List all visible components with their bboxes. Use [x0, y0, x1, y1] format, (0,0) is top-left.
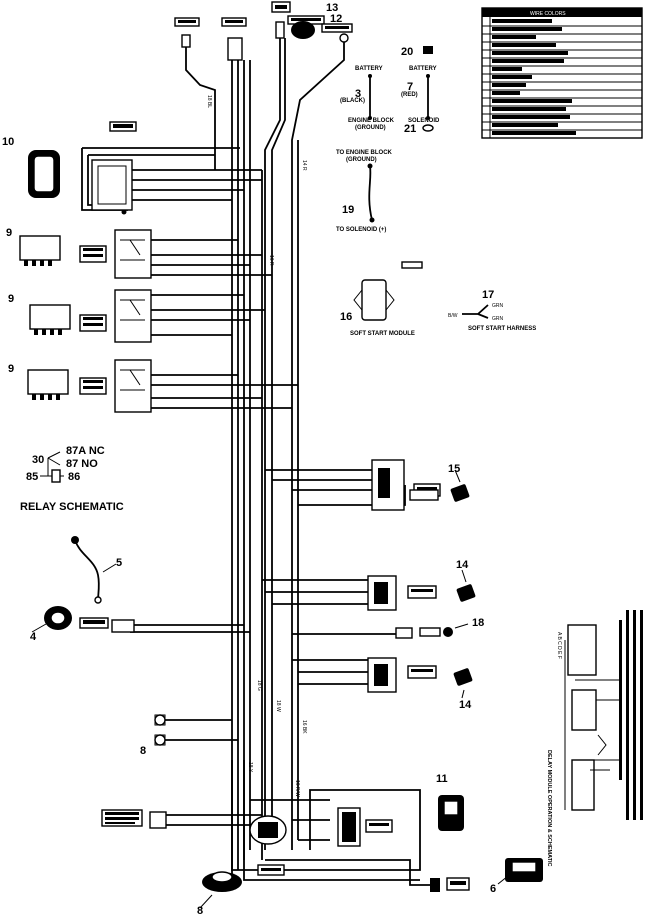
callout-9b: 9 — [8, 293, 14, 305]
callout-9c: 9 — [8, 363, 14, 375]
terminal-30: 30 — [32, 454, 44, 466]
battery-detail: BATTERY BATTERY (BLACK) (RED) ENGINE BLO… — [340, 46, 440, 132]
terminal-87a: 87A NC — [66, 445, 105, 457]
callout-6: 6 — [490, 883, 496, 895]
part-6 — [497, 858, 543, 885]
red-label: (RED) — [401, 92, 418, 98]
callout-16: 16 — [340, 311, 352, 323]
callout-15: 15 — [448, 463, 460, 475]
callout-11: 11 — [436, 773, 448, 785]
relay-1 — [19, 229, 152, 279]
wire-label-1: 18 BL — [206, 95, 212, 108]
callout-10: 10 — [2, 136, 14, 148]
callout-8: 8 — [140, 745, 146, 757]
callout-18: 18 — [472, 617, 484, 629]
engine-block-label: ENGINE BLOCK — [348, 118, 395, 124]
black-label: (BLACK) — [340, 98, 365, 104]
soft-start-wire-a: GRN — [492, 303, 504, 309]
terminal-85: 85 — [26, 471, 38, 483]
terminal-87: 87 NO — [66, 458, 98, 470]
bottom-left — [101, 809, 242, 909]
relay-schematic-title: RELAY SCHEMATIC — [20, 501, 124, 513]
callout-20: 20 — [401, 46, 413, 58]
connector-14-lower — [367, 657, 473, 699]
sensor-cable-5 — [71, 536, 117, 604]
callout-12: 12 — [330, 13, 342, 25]
callout-14b: 14 — [459, 699, 472, 711]
wire-label-2: 16 R — [268, 255, 274, 266]
relay-module-schematic: DELAY MODULE OPERATION & SCHEMATIC A B C… — [546, 610, 643, 867]
wire-label-7: 18 Y — [247, 762, 253, 773]
soft-start: SOFT START MODULE SOFT START HARNESS B/W… — [350, 279, 536, 337]
soft-start-wire-label: B/W — [448, 313, 458, 319]
battery-left-label: BATTERY — [355, 66, 383, 72]
callout-21: 21 — [404, 123, 416, 135]
relay-module-pins: A B C D E F — [556, 632, 562, 659]
legend-header: WIRE COLORS — [530, 11, 566, 17]
callout-14a: 14 — [456, 559, 469, 571]
wire-label-4: 18 G — [256, 680, 262, 691]
soft-start-wire-b: GRN — [492, 316, 504, 322]
callout-9a: 9 — [6, 227, 12, 239]
soft-start-module-label: SOFT START MODULE — [350, 331, 415, 337]
wire-label-3: 14 R — [301, 160, 307, 171]
connector-14-upper — [367, 569, 476, 611]
label-boxes — [401, 261, 439, 501]
callouts: 13 12 10 9 9 9 5 4 8 8 11 6 15 14 18 14 … — [2, 2, 496, 917]
key-switch-4 — [31, 606, 135, 633]
cable-ground-label: (GROUND) — [346, 157, 377, 163]
callout-13: 13 — [326, 2, 338, 14]
callout-19: 19 — [342, 204, 354, 216]
ground-label: (GROUND) — [355, 125, 386, 131]
wire-label-6: 16 BK — [301, 720, 307, 734]
relay-schematic: 30 87A NC 87 NO 85 86 RELAY SCHEMATIC — [20, 445, 124, 513]
cable-19: TO ENGINE BLOCK (GROUND) TO SOLENOID (+) — [336, 150, 393, 233]
wire-labels: 18 BL 16 R 14 R 18 G 18 W 16 BK 18 Y 16 … — [206, 95, 307, 797]
terminal-86: 86 — [68, 471, 80, 483]
callout-7: 7 — [407, 81, 413, 93]
callout-5: 5 — [116, 557, 122, 569]
connector-10 — [28, 121, 137, 215]
to-engine-block-label: TO ENGINE BLOCK — [336, 150, 393, 156]
callout-17: 17 — [482, 289, 494, 301]
main-harness — [81, 38, 430, 886]
wire-color-legend: WIRE COLORS — [481, 7, 643, 139]
solenoid-label: SOLENOID — [408, 118, 440, 124]
callout-3: 3 — [355, 88, 361, 100]
relay-3 — [27, 359, 152, 413]
wire-label-5: 18 W — [275, 700, 281, 712]
to-solenoid-label: TO SOLENOID (+) — [336, 227, 386, 233]
wire-label-8: 16 R/W — [294, 780, 300, 797]
battery-right-label: BATTERY — [409, 66, 437, 72]
relay-2 — [29, 289, 152, 343]
switch-11 — [438, 795, 464, 831]
horn-icon — [291, 21, 315, 39]
connectors-8 — [154, 714, 166, 746]
bottom-center-connectors — [249, 807, 470, 892]
connector-18 — [395, 623, 469, 639]
callout-4: 4 — [30, 631, 37, 643]
callout-8b: 8 — [197, 905, 203, 917]
top-connectors — [174, 1, 353, 61]
soft-start-harness-label: SOFT START HARNESS — [468, 326, 536, 332]
relay-module-title: DELAY MODULE OPERATION & SCHEMATIC — [546, 750, 552, 867]
